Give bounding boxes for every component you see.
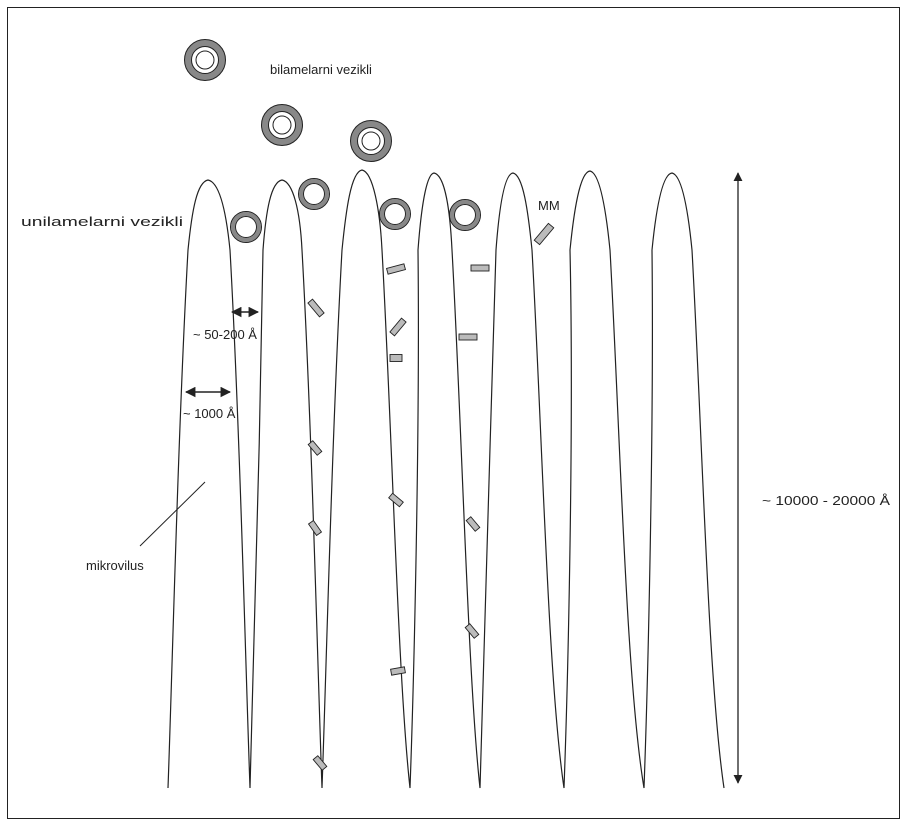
mixed-micelle bbox=[390, 318, 406, 336]
villus-width-label: ~ 1000 Å bbox=[183, 406, 236, 421]
mixed-micelle bbox=[389, 493, 404, 507]
mixed-micelle bbox=[308, 299, 324, 317]
gap-width-label: ~ 50-200 Å bbox=[193, 327, 257, 342]
mixed-micelle bbox=[309, 521, 322, 536]
mixed-micelles bbox=[308, 223, 554, 770]
unilamellar-vesicle bbox=[231, 212, 262, 243]
bilamellar-label: bilamelarni vezikli bbox=[270, 62, 372, 77]
bilamellar-vesicle bbox=[185, 40, 226, 81]
mixed-micelle bbox=[459, 334, 477, 340]
unilamellar-label: unilamelarni vezikli bbox=[21, 214, 183, 229]
mixed-micelle bbox=[390, 355, 402, 362]
villus-height-label: ~ 10000 - 20000 Å bbox=[762, 493, 890, 508]
mixed-micelle bbox=[391, 667, 406, 675]
mixed-micelle bbox=[466, 517, 480, 532]
mm-label: MM bbox=[538, 198, 560, 213]
mixed-micelle bbox=[471, 265, 489, 271]
unilamellar-vesicle bbox=[450, 200, 481, 231]
mixed-micelle bbox=[534, 223, 554, 244]
mixed-micelle bbox=[465, 624, 479, 639]
microvillus-pointer bbox=[140, 482, 205, 546]
bilamellar-vesicle bbox=[262, 105, 303, 146]
microvilli-outline bbox=[168, 170, 724, 788]
unilamellar-vesicle bbox=[380, 199, 411, 230]
bilamellar-vesicle bbox=[351, 121, 392, 162]
unilamellar-vesicle bbox=[299, 179, 330, 210]
mixed-micelle bbox=[313, 756, 327, 771]
mixed-micelle bbox=[387, 264, 406, 274]
microvillus-label: mikrovilus bbox=[86, 558, 144, 573]
